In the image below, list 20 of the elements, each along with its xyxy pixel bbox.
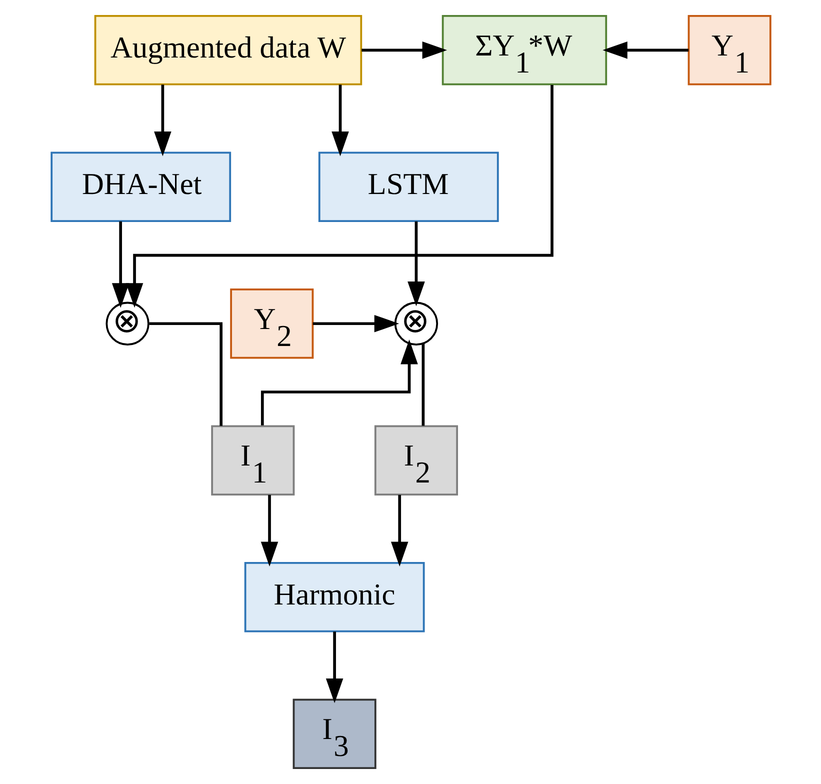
node-box: LSTM (318, 152, 498, 222)
connector (148, 322, 222, 426)
arrow (361, 42, 447, 59)
arrow (125, 84, 553, 308)
connector (421, 344, 424, 426)
arrow (602, 42, 688, 59)
arrow (111, 221, 129, 308)
arrow (390, 494, 408, 566)
arrow (260, 494, 278, 566)
arrow (325, 632, 343, 704)
node-circle: ⊗ (394, 302, 438, 346)
arrow (312, 314, 399, 332)
arrow (407, 221, 424, 306)
node-circle: ⊗ (105, 302, 149, 346)
arrow (154, 84, 171, 156)
arrow (331, 84, 348, 156)
arrow (260, 339, 418, 426)
node-box: Augmented data W (94, 15, 362, 86)
node-box: DHA-Net (50, 152, 231, 222)
node-box: Harmonic (244, 562, 424, 632)
